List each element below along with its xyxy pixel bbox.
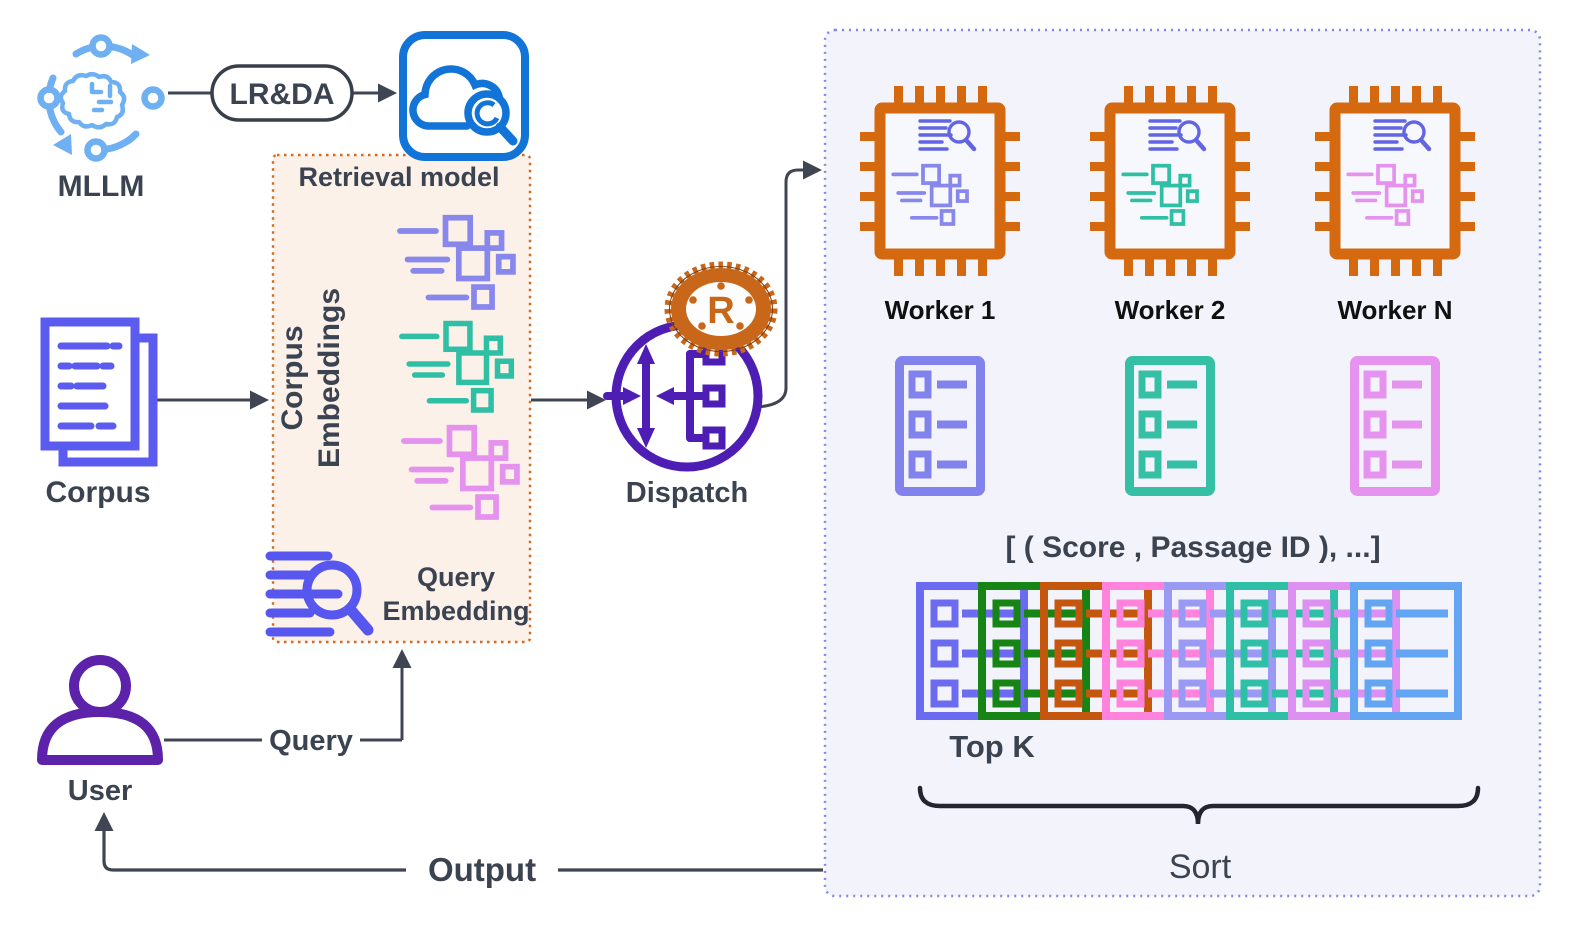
worker-1-label: Worker 1 (885, 295, 996, 325)
corpus-embeddings-label-line2: Embeddings (313, 288, 346, 468)
query-embedding-label-line2: Embedding (383, 596, 530, 626)
brain-network-icon (37, 34, 165, 162)
sort-label: Sort (1169, 848, 1232, 886)
cpu-chip-icon-worker-1 (860, 86, 1020, 276)
arrowhead-into-box (250, 390, 269, 410)
cloud-search-icon (399, 31, 529, 161)
mllm-label: MLLM (58, 170, 145, 203)
query-embedding-label-line1: Query (417, 562, 495, 592)
cpu-chip-icon-worker-n (1315, 86, 1475, 276)
corpus-embeddings-label-line1: Corpus (276, 326, 309, 431)
cycle-arrowhead (53, 134, 72, 155)
lrda-label: LR&DA (230, 78, 335, 111)
document-stack-icon (40, 317, 158, 467)
corpus-label: Corpus (46, 476, 151, 509)
cycle-arrowhead (131, 44, 150, 64)
user-label: User (68, 775, 133, 807)
arrowhead-query-up (392, 649, 412, 668)
edge-dispatch-to-panel (756, 168, 805, 409)
score-passage-tuple-label: [ ( Score , Passage ID ), ...] (1005, 531, 1380, 564)
arrowhead-into-cloud (378, 83, 397, 103)
curly-brace (917, 785, 1481, 825)
arrowheads (94, 83, 822, 831)
rust-gear-icon: R (664, 261, 778, 357)
magnifier-lines-icon (265, 551, 374, 637)
arrowhead-into-dispatch (587, 390, 606, 410)
rust-letter: R (707, 290, 734, 332)
connectors (102, 91, 823, 872)
query-edge-label: Query (269, 725, 353, 757)
retrieval-model-title: Retrieval model (298, 162, 499, 192)
lrda-pill: LR&DA (210, 64, 354, 122)
output-label-bg (406, 846, 558, 892)
arrowhead-output-up (94, 812, 114, 831)
arrowhead-into-panel (803, 160, 822, 180)
query-label-bg (262, 722, 360, 758)
worker-2-label: Worker 2 (1115, 295, 1226, 325)
worker-n-label: Worker N (1337, 295, 1452, 325)
top-k-label: Top K (949, 729, 1035, 764)
person-icon (37, 655, 163, 765)
cpu-chip-icon-worker-2 (1090, 86, 1250, 276)
output-edge-label: Output (428, 851, 536, 888)
dispatch-label: Dispatch (626, 477, 748, 509)
edge-output (102, 827, 823, 872)
topk-merged-lists (920, 586, 1458, 716)
